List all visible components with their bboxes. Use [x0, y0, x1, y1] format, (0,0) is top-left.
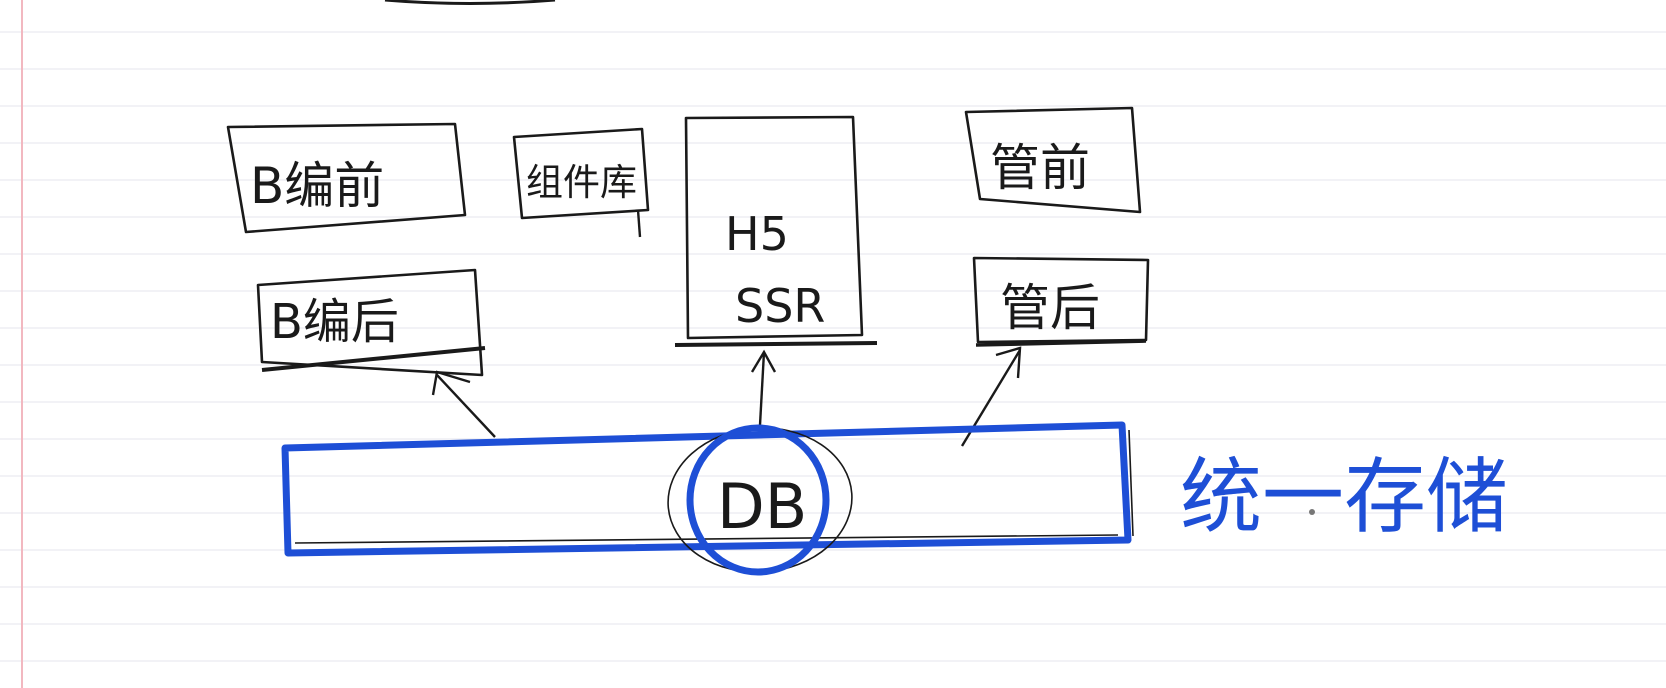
arrow-db-to-h5-ssr — [750, 349, 777, 426]
b-editor-back-label: B编后 — [270, 294, 399, 350]
admin-back-box[interactable]: 管后 — [972, 256, 1150, 347]
annotation-dot — [1309, 509, 1315, 515]
component-lib-label: 组件库 — [526, 161, 637, 204]
db-circle[interactable]: DB — [663, 422, 857, 578]
admin-front-label: 管前 — [990, 139, 1090, 197]
admin-back-label: 管后 — [1000, 279, 1100, 337]
ssr-label: SSR — [735, 279, 825, 333]
db-label: DB — [717, 470, 807, 543]
top-partial-stroke — [384, 0, 556, 5]
arrow-db-to-b-editor-back — [431, 370, 496, 438]
ruled-lines — [0, 31, 1666, 662]
b-editor-front-box[interactable]: B编前 — [226, 122, 467, 234]
db-storage-box[interactable] — [281, 421, 1134, 557]
b-editor-back-box[interactable]: B编后 — [256, 268, 486, 377]
admin-front-box[interactable]: 管前 — [964, 106, 1142, 214]
b-editor-front-label: B编前 — [250, 157, 384, 215]
h5-ssr-box[interactable]: H5 SSR — [674, 115, 878, 347]
unified-storage-annotation: 统一存储 — [1180, 450, 1508, 545]
h5-label: H5 — [725, 207, 789, 261]
component-lib-box[interactable]: 组件库 — [512, 127, 650, 238]
